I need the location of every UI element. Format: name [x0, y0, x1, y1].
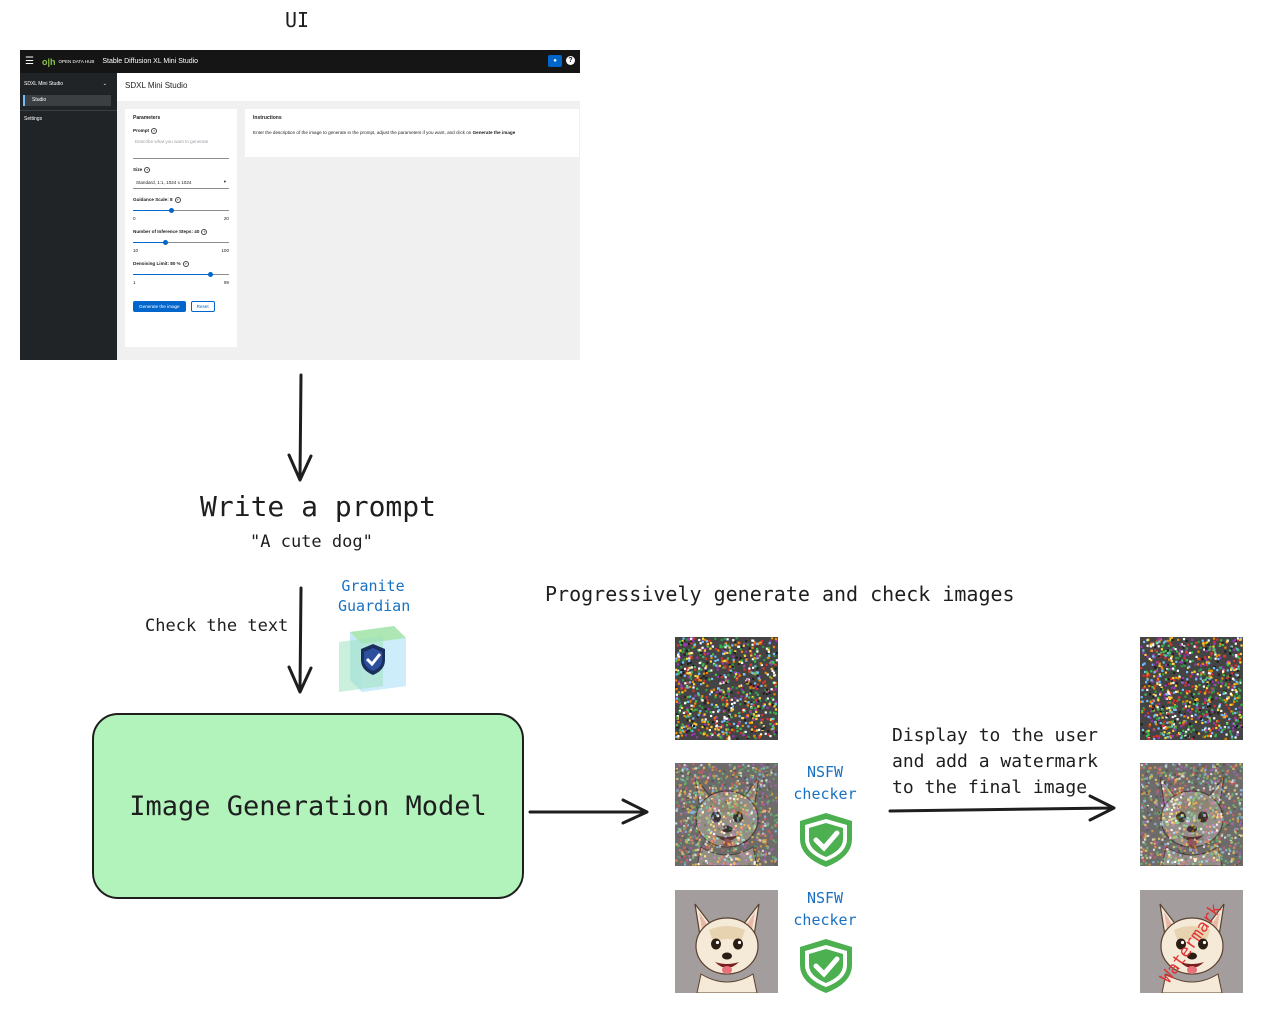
nsfw-checker-label-2: NSFW checker: [793, 889, 857, 929]
slider-thumb[interactable]: [207, 272, 213, 277]
arrow-prompt-to-model: [287, 586, 313, 694]
sidebar-group-sdxl[interactable]: SDXL Mini Studio ⌄: [20, 73, 117, 87]
help-circle-icon[interactable]: ?: [201, 229, 208, 235]
steps-label: Number of Inference Steps: 40?: [133, 229, 229, 235]
check-text-label: Check the text: [145, 616, 289, 636]
granite-guardian-text: Granite Guardian: [338, 577, 411, 615]
image-generation-model-box: Image Generation Model: [92, 713, 524, 899]
instructions-title: Instructions: [253, 115, 282, 121]
shield-check-icon: [800, 939, 852, 993]
denoise-slider[interactable]: [133, 270, 229, 280]
watermarked-dog-image: Watermark: [1140, 890, 1243, 993]
arrow-ui-to-prompt: [287, 373, 313, 482]
sidebar-item-studio[interactable]: Studio: [23, 95, 111, 106]
slider-thumb[interactable]: [162, 240, 168, 245]
slider-max: 99: [223, 280, 229, 285]
slider-min: 0: [133, 216, 136, 221]
odh-logo-icon: o|h: [41, 56, 56, 67]
generate-button[interactable]: Generate the image: [133, 301, 186, 312]
prompt-label: Prompt?: [133, 128, 229, 134]
instructions-card: Instructions Enter the description of th…: [245, 109, 579, 157]
size-select[interactable]: Standard, 1:1, 1024 x 1024 ▾: [133, 176, 229, 189]
sidebar: SDXL Mini Studio ⌄ Studio Settings: [20, 73, 117, 360]
partial-dog-image: [1140, 763, 1243, 866]
steps-slider[interactable]: [133, 238, 229, 248]
sidebar-divider: [20, 110, 117, 111]
reset-button[interactable]: Reset: [190, 301, 215, 312]
guidance-slider[interactable]: [133, 206, 229, 216]
denoise-label: Denoising Limit: 80 %?: [133, 261, 229, 267]
slider-max: 100: [221, 248, 229, 253]
parameters-card: Parameters Prompt? Describe what you wan…: [125, 109, 237, 347]
caret-down-icon: ▾: [223, 179, 226, 184]
masthead: ☰ o|h OPEN DATA HUB Stable Diffusion XL …: [20, 50, 580, 73]
brand-text: OPEN DATA HUB: [58, 59, 95, 64]
instructions-text: Enter the description of the image to ge…: [253, 130, 472, 135]
slider-min: 10: [133, 248, 139, 253]
guidance-label: Guidance Scale: 8?: [133, 197, 229, 203]
nsfw-checker-label-1: NSFW checker: [793, 763, 857, 803]
slider-thumb[interactable]: [168, 208, 174, 213]
size-value: Standard, 1:1, 1024 x 1024: [136, 179, 192, 185]
hamburger-menu-icon[interactable]: ☰: [25, 55, 34, 67]
shield-check-icon: [800, 813, 852, 867]
help-icon[interactable]: ?: [566, 56, 575, 65]
help-circle-icon[interactable]: ?: [151, 128, 158, 134]
main-content: SDXL Mini Studio Parameters Prompt? Desc…: [117, 73, 580, 360]
help-circle-icon[interactable]: ?: [144, 167, 151, 173]
noise-image: [675, 637, 778, 740]
ui-screenshot: ☰ o|h OPEN DATA HUB Stable Diffusion XL …: [20, 50, 580, 360]
parameters-title: Parameters: [133, 115, 161, 121]
granite-guardian-cube-icon: [339, 626, 406, 692]
dog-image: [675, 890, 778, 993]
prompt-textarea[interactable]: Describe what you want to generate: [133, 137, 229, 159]
noise-image: [1140, 637, 1243, 740]
model-label: Image Generation Model: [129, 790, 487, 822]
arrow-to-final: [888, 794, 1116, 822]
write-prompt-label: Write a prompt: [200, 490, 437, 523]
granite-guardian-label: Granite Guardian: [338, 576, 411, 616]
chevron-down-icon: ⌄: [102, 81, 107, 87]
partial-dog-image: [675, 763, 778, 866]
help-circle-icon[interactable]: ?: [182, 261, 189, 267]
app-title: Stable Diffusion XL Mini Studio: [102, 58, 199, 65]
size-label: Size?: [133, 167, 229, 173]
arrow-model-to-images: [528, 798, 649, 825]
display-watermark-label: Display to the user and add a watermark …: [892, 725, 1098, 798]
progressive-label: Progressively generate and check images: [545, 582, 1015, 606]
page-title: SDXL Mini Studio: [117, 73, 580, 101]
sidebar-item-settings[interactable]: Settings: [24, 116, 43, 122]
notification-bell-icon[interactable]: ●: [548, 55, 562, 67]
slider-max: 20: [223, 216, 229, 221]
ui-label: UI: [285, 8, 310, 32]
logo: o|h OPEN DATA HUB: [42, 57, 94, 67]
help-circle-icon[interactable]: ?: [174, 197, 181, 203]
instructions-bold: Generate the image: [472, 130, 516, 135]
sidebar-group-label: SDXL Mini Studio: [24, 81, 63, 87]
slider-min: 1: [133, 280, 136, 285]
prompt-example: "A cute dog": [250, 532, 373, 552]
